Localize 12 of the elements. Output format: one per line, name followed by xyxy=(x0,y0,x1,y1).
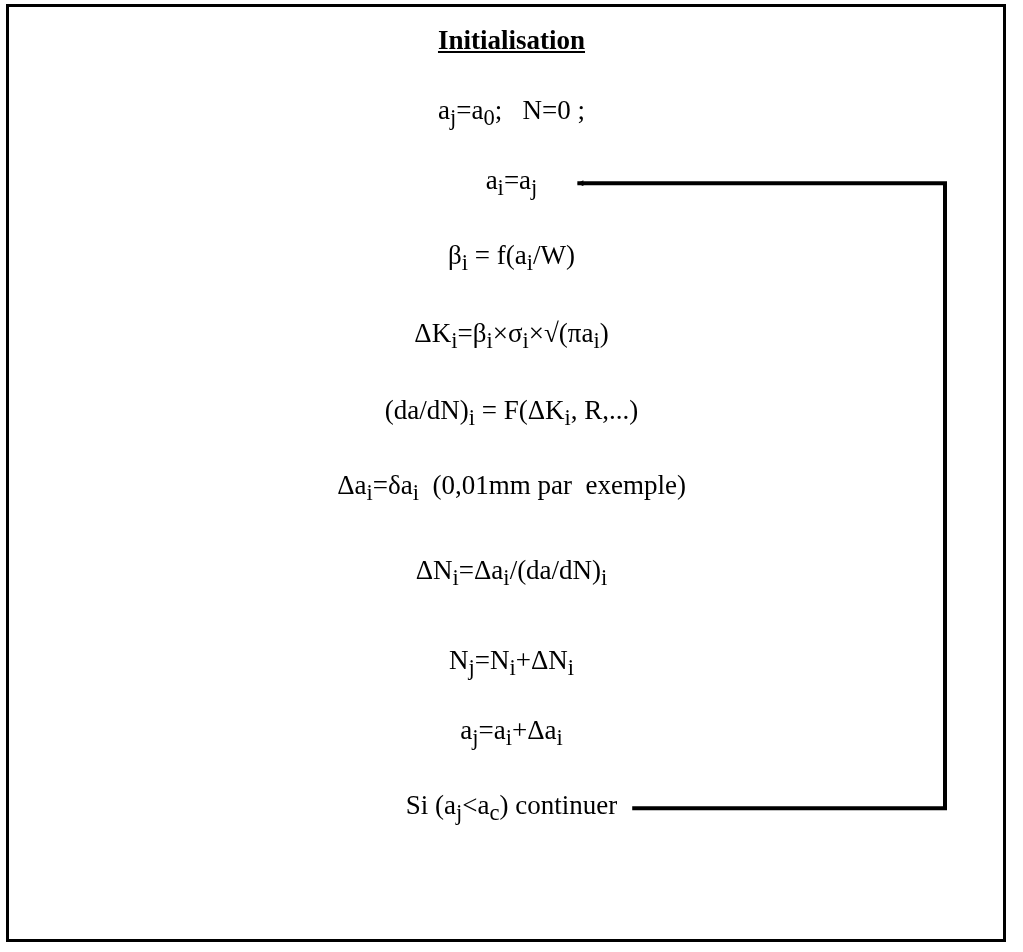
formula-text: a$_{i}$=a$_{j}$ xyxy=(485,165,538,202)
formula-text: a$_{j}$=a$_{i}$+Δa$_{i}$ xyxy=(460,715,563,752)
formula-text: N$_{j}$=N$_{i}$+ΔN$_{i}$ xyxy=(448,645,575,682)
formula-text: β$_{i}$ = f(a$_{i}$/W) xyxy=(448,240,575,277)
formula-text: ΔK$_{i}$=β$_{i}$×σ$_{i}$×√(πa$_{i}$) xyxy=(414,318,609,355)
formula-text: (da/dN)$_{i}$ = F(ΔK$_{i}$, R,...) xyxy=(384,395,639,432)
formula-text: Δa$_{i}$=δa$_{i}$ (0,01mm par exemple) xyxy=(337,470,686,507)
loop-arrow xyxy=(577,180,947,811)
formula-text: Si (a$_{j}$<a$_{c}$) continuer xyxy=(405,790,618,827)
heading: Initialisation xyxy=(437,25,585,56)
formula-text: a$_{j}$=a$_{0}$; N=0 ; xyxy=(438,95,585,132)
formula-text: ΔN$_{i}$=Δa$_{i}$/(da/dN)$_{i}$ xyxy=(415,555,608,592)
